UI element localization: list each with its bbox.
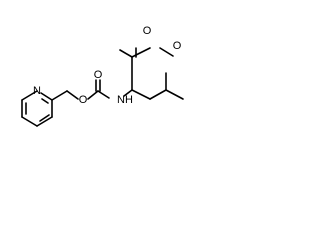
bond-ring-3 (21, 116, 38, 127)
atom-label-pyridine-n: N (33, 85, 41, 97)
bond-alpha-beta (131, 89, 151, 100)
bond-ester-c-double-b (119, 49, 133, 58)
structure-svg: O O N O O NH (21, 25, 184, 127)
molecule-diagram: O O N O O NH (0, 0, 248, 154)
bond-ring-ch2 (51, 90, 68, 101)
bond-gamma-delta1 (165, 89, 184, 100)
bond-beta-gamma (149, 89, 167, 100)
bond-carbonyl-nh (97, 90, 110, 99)
bond-ring-4 (36, 116, 53, 127)
atom-label-ester-single-o: O (173, 40, 182, 52)
bond-ring-1 (21, 90, 38, 101)
atom-label-carbamate-carbonyl-o: O (94, 69, 103, 81)
bond-ring-6 (40, 92, 53, 101)
bond-ester-o-methyl (159, 47, 174, 57)
bond-ester-c-o-single (131, 47, 151, 58)
bond-nh-alpha (123, 89, 133, 97)
pyridine-ring (21, 90, 53, 127)
bond-ch2-o (66, 90, 79, 100)
atom-label-ester-carbonyl-o: O (143, 25, 152, 37)
atom-label-nh: NH (117, 94, 133, 106)
bond-o-carbonyl-c (87, 90, 99, 100)
bond-ring-double-2 (39, 114, 50, 122)
bond-ring-double-3 (41, 98, 49, 104)
atom-label-carbamate-single-o: O (79, 94, 88, 106)
